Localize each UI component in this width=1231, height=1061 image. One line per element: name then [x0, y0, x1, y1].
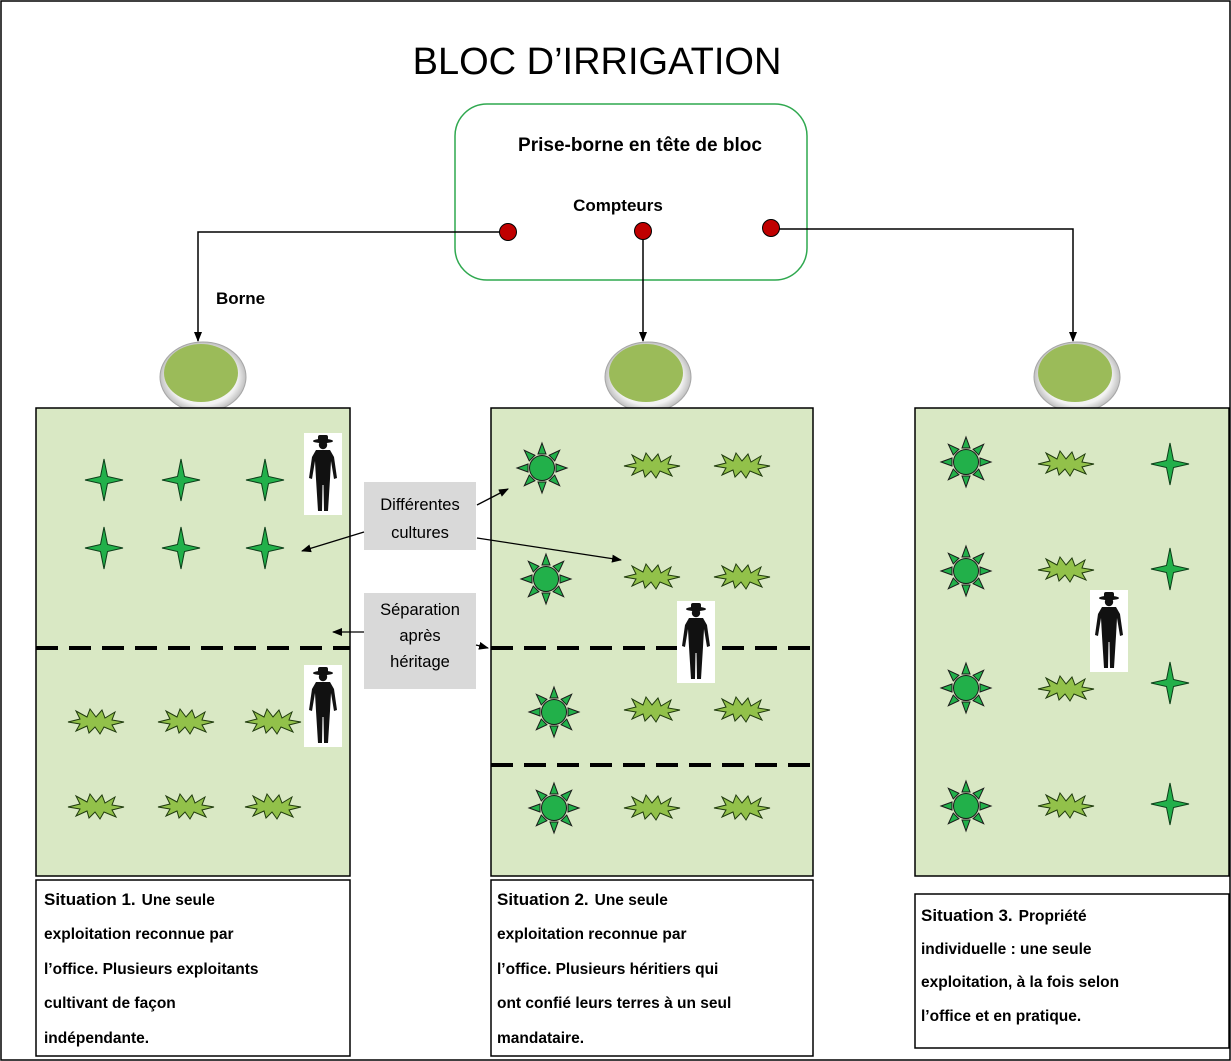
crops-arrow-left: [301, 531, 365, 553]
crop-sun-icon: [940, 545, 992, 597]
crops-annotation-line-1: Différentes: [380, 496, 460, 514]
crops-annotation-line-2: cultures: [391, 524, 449, 542]
farmer-icon: [304, 665, 342, 747]
crop-sun-icon: [940, 436, 992, 488]
crops-arrow-right: [476, 537, 622, 563]
separation-annotation-line-1: Séparation: [380, 601, 460, 619]
crop-sun-icon: [940, 780, 992, 832]
meter-1: [499, 223, 517, 241]
situation-2-text: Situation 2. Une seule: [497, 890, 668, 909]
crop-sun-icon: [528, 686, 580, 738]
meters-label: Compteurs: [573, 196, 663, 215]
diagram-title: BLOC D’IRRIGATION: [413, 41, 782, 83]
situation-2-line-3: l’office. Plusieurs héritiers qui: [497, 961, 718, 978]
situation-3-line-1: Propriété: [1019, 908, 1087, 925]
pipe-to-field-1: [194, 231, 508, 342]
situation-1-line-3: l’office. Plusieurs exploitants: [44, 961, 258, 978]
situation-1-line-5: indépendante.: [44, 1030, 149, 1047]
farmer-icon: [1090, 590, 1128, 672]
situation-3-line-3: exploitation, à la fois selon: [921, 974, 1119, 991]
situation-2-line-1: Une seule: [595, 892, 669, 909]
situation-3-text: Situation 3. Propriété: [921, 906, 1087, 925]
situation-2-heading: Situation 2.: [497, 890, 589, 909]
farmer-icon: [677, 601, 715, 683]
separation-annotation-line-2: après: [399, 627, 440, 645]
pipe-to-field-3: [771, 228, 1077, 342]
borne-2: [604, 341, 692, 413]
situation-2-line-5: mandataire.: [497, 1030, 584, 1047]
separation-arrow-right: [475, 641, 489, 650]
situation-1-heading: Situation 1.: [44, 890, 136, 909]
situation-3-box: [914, 893, 1230, 1049]
situation-2-line-2: exploitation reconnue par: [497, 926, 686, 943]
crop-sun-icon: [940, 662, 992, 714]
situation-1-line-4: cultivant de façon: [44, 995, 176, 1012]
situation-3-line-4: l’office et en pratique.: [921, 1008, 1081, 1025]
situation-2-box: [490, 879, 814, 1057]
crop-sun-icon: [520, 553, 572, 605]
situation-1-line-2: exploitation reconnue par: [44, 926, 233, 943]
borne-3: [1033, 341, 1121, 413]
situation-3-heading: Situation 3.: [921, 906, 1013, 925]
situation-2-line-4: ont confié leurs terres à un seul: [497, 995, 731, 1012]
situation-3-line-2: individuelle : une seule: [921, 941, 1092, 958]
separation-annotation-line-3: héritage: [390, 653, 450, 671]
borne-1: [159, 341, 247, 413]
intake-box: [454, 103, 808, 281]
crop-sun-icon: [516, 442, 568, 494]
meter-2: [634, 222, 652, 240]
separation-annotation-box: [364, 593, 476, 689]
crops-annotation-box: [364, 482, 476, 550]
farmer-icon: [304, 433, 342, 515]
borne-label: Borne: [216, 289, 265, 308]
situation-1-line-1: Une seule: [142, 892, 216, 909]
intake-label: Prise-borne en tête de bloc: [518, 135, 762, 156]
crops-arrow-up: [476, 488, 509, 506]
crop-sun-icon: [528, 782, 580, 834]
situation-1-text: Situation 1. Une seule: [44, 890, 215, 909]
meter-3: [762, 219, 780, 237]
situation-1-box: [35, 879, 351, 1057]
